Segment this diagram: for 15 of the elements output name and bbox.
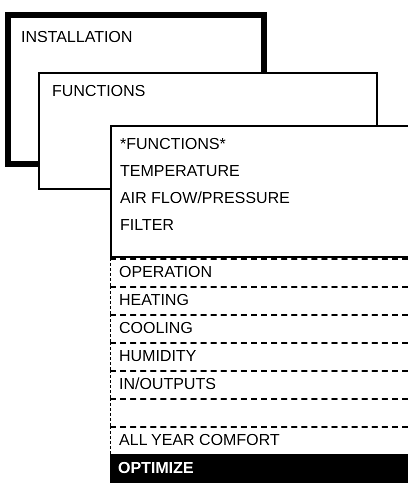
menu-heading: *FUNCTIONS* (120, 135, 226, 155)
menu-title: FUNCTIONS (52, 82, 146, 102)
menu-option: FILTER (120, 212, 174, 239)
menu-item: HUMIDITY (110, 342, 408, 370)
menu-title: INSTALLATION (21, 28, 132, 48)
menu-item: HEATING (110, 286, 408, 314)
menu-item: IN/OUTPUTS (110, 370, 408, 398)
menu-panel (110, 125, 408, 258)
menu-item: OPERATION (110, 258, 408, 286)
menu-option: AIR FLOW/PRESSURE (120, 185, 290, 212)
selected-menu-item: OPTIMIZE (110, 454, 408, 483)
menu-item: COOLING (110, 314, 408, 342)
menu-option: TEMPERATURE (120, 158, 240, 185)
menu-item: ALL YEAR COMFORT (110, 426, 408, 454)
menu-item (110, 398, 408, 426)
